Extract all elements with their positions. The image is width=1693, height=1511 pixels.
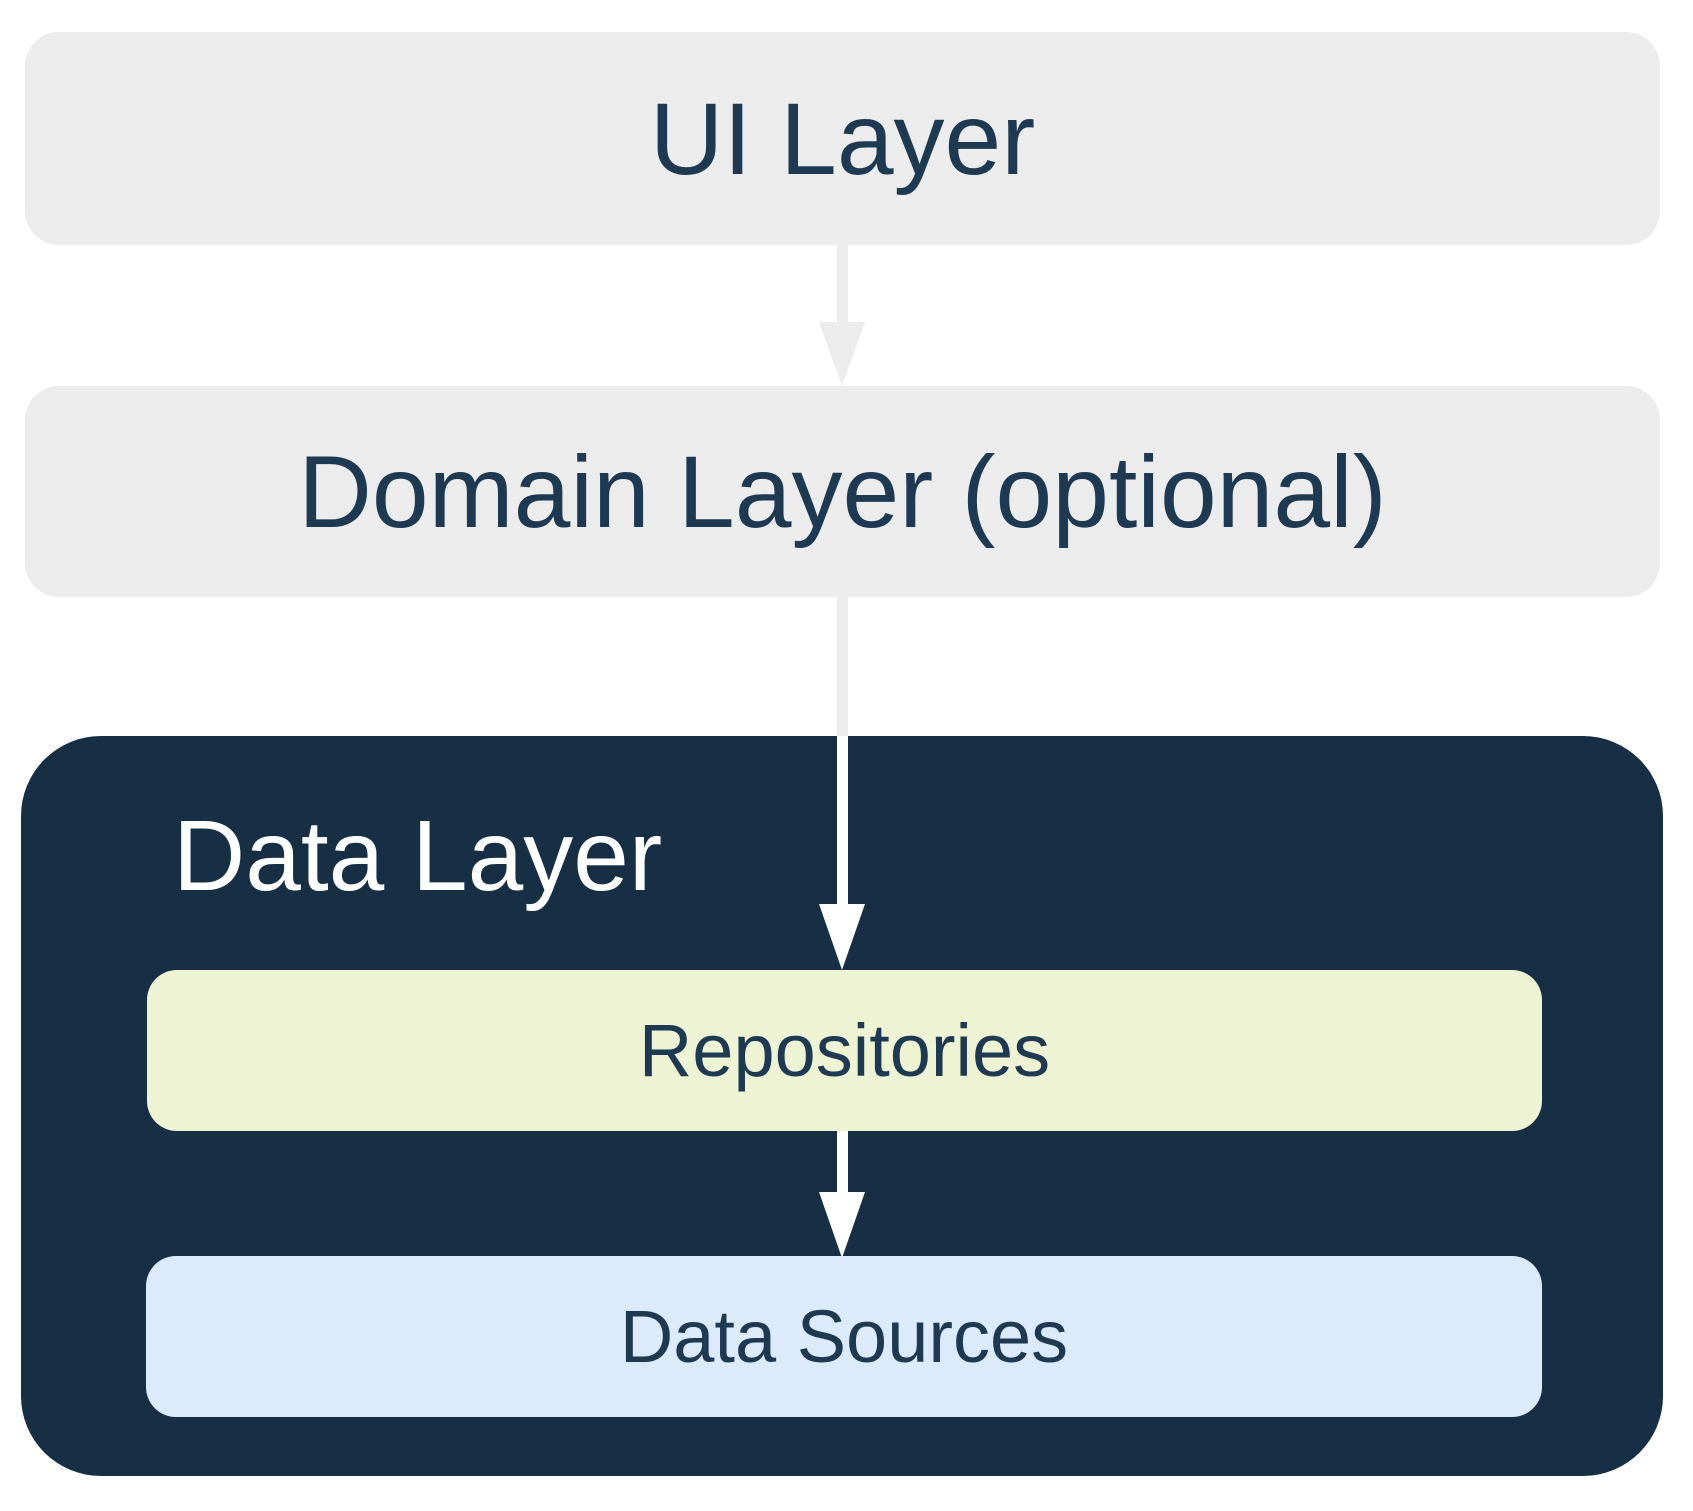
arrow-down-icon — [819, 322, 865, 386]
arrow-ui-to-domain-shaft — [837, 245, 848, 322]
arrow-domain-to-repositories-shaft-lower — [837, 736, 848, 904]
arrow-down-icon — [819, 1192, 865, 1258]
ui-layer-box: UI Layer — [25, 32, 1660, 245]
ui-layer-label: UI Layer — [649, 81, 1036, 196]
repositories-label: Repositories — [638, 1008, 1051, 1092]
arrow-down-icon — [819, 904, 865, 970]
arrow-repositories-to-datasources-shaft — [837, 1131, 848, 1192]
domain-layer-label: Domain Layer (optional) — [298, 434, 1387, 549]
data-layer-label: Data Layer — [173, 800, 663, 912]
repositories-box: Repositories — [147, 970, 1542, 1131]
arrow-domain-to-repositories-shaft-upper — [837, 597, 848, 736]
domain-layer-box: Domain Layer (optional) — [25, 386, 1660, 597]
data-sources-box: Data Sources — [146, 1256, 1542, 1417]
data-sources-label: Data Sources — [619, 1294, 1069, 1378]
